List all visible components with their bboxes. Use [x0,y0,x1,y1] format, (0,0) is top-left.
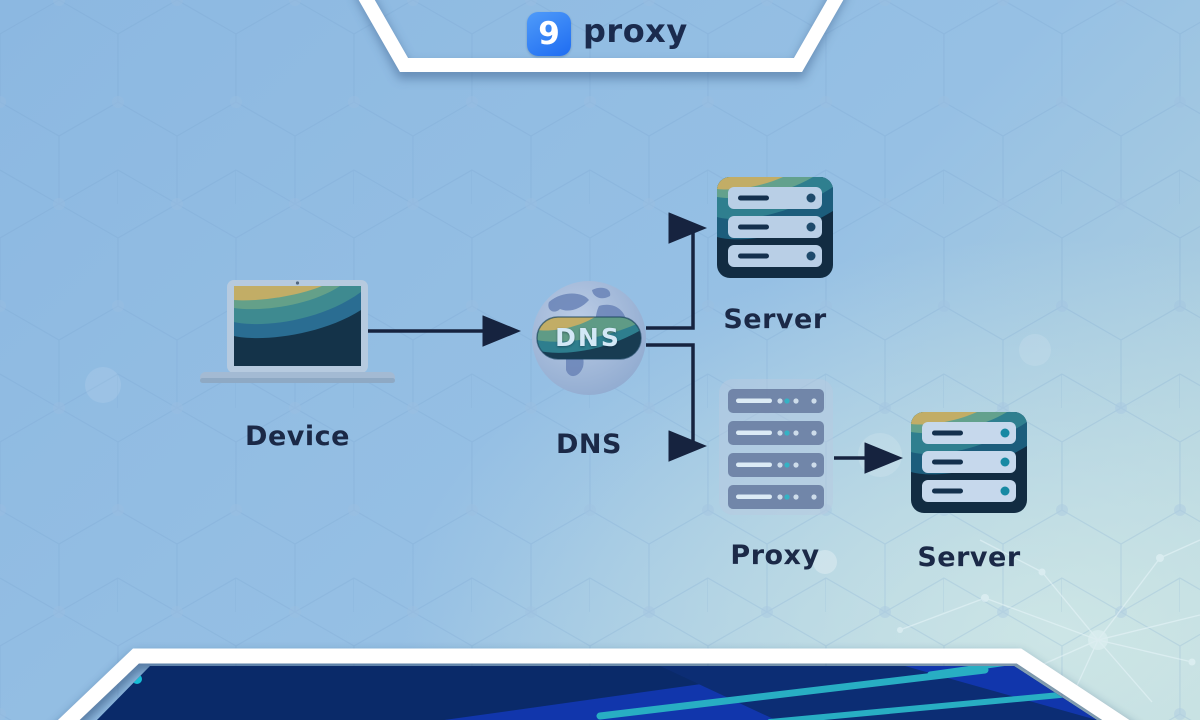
top-banner-band [358,0,844,72]
banner-teal-streaks [596,666,1095,720]
logo-mark-glyph: 9 [538,16,560,52]
server-top-icon [717,177,833,278]
arrow-dns-to-server [646,212,707,330]
dns-pill-badge: DNS [555,322,621,352]
network-constellation [897,539,1200,719]
brand-logo: 9 proxy [527,12,688,56]
dns-globe-icon [532,281,646,395]
top-banner [357,0,845,79]
logo-9-icon: 9 [527,12,571,56]
server-top-label: Server [723,304,827,335]
device-label: Device [245,421,350,452]
proxy-label: Proxy [730,540,820,571]
logo-wordmark: proxy [583,12,688,50]
banner-navy-wedge [660,666,1100,720]
server-bottom-label: Server [917,542,1021,573]
bottom-banner [57,648,1130,720]
proxy-server-icon [719,379,833,515]
bottom-banner-band [57,648,1130,720]
flow-arrows [368,212,903,474]
arrow-dns-to-proxy [646,343,707,462]
server-bottom-icon [911,412,1027,513]
laptop-icon [200,280,395,383]
dns-label: DNS [556,429,622,460]
